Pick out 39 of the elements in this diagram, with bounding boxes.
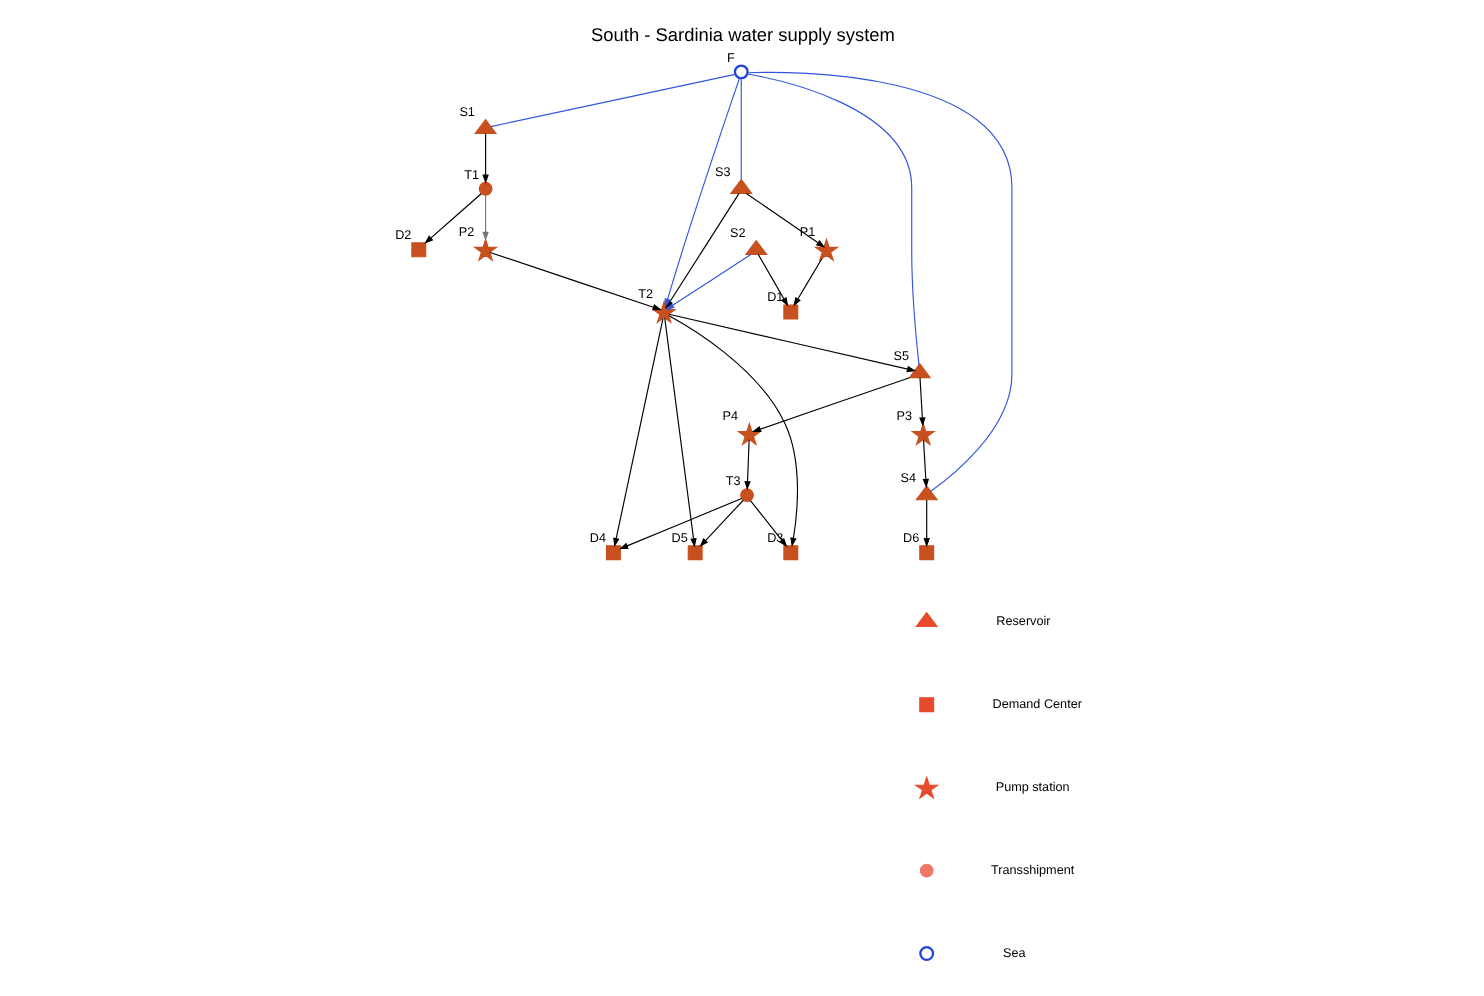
arrow <box>744 192 825 248</box>
node-triangle <box>914 484 938 501</box>
connector <box>739 77 741 180</box>
arrow <box>667 315 797 547</box>
node-box <box>782 304 798 320</box>
node-box <box>410 242 426 258</box>
arrow <box>743 439 750 491</box>
connector <box>745 73 919 366</box>
node-triangle <box>473 118 497 135</box>
node-star <box>471 237 498 262</box>
arrow <box>922 499 929 548</box>
arrow <box>481 133 488 184</box>
node-circle <box>732 64 748 80</box>
node-box <box>782 545 798 561</box>
node-triangle <box>743 239 767 255</box>
arrow <box>618 497 742 550</box>
diagram-title: South - Sardinia water supply system <box>590 25 894 46</box>
arrow <box>750 377 910 433</box>
node-box <box>918 545 934 561</box>
arrow <box>663 317 696 548</box>
arrow <box>612 318 663 548</box>
connector <box>746 71 1012 492</box>
arrow <box>792 258 822 307</box>
arrow <box>921 439 929 489</box>
arrow <box>667 313 916 373</box>
node-circle <box>739 488 753 503</box>
arrow <box>423 193 481 244</box>
arrow <box>481 194 488 241</box>
node-box <box>604 545 620 561</box>
node-circle <box>477 181 492 196</box>
node-triangle <box>728 178 752 194</box>
connector <box>489 73 735 128</box>
arrow <box>488 251 661 311</box>
node-star <box>909 421 935 446</box>
arrow <box>698 499 743 547</box>
node-box <box>686 545 702 561</box>
arrow <box>756 253 788 307</box>
arrow <box>748 500 787 548</box>
arrow <box>918 377 925 427</box>
